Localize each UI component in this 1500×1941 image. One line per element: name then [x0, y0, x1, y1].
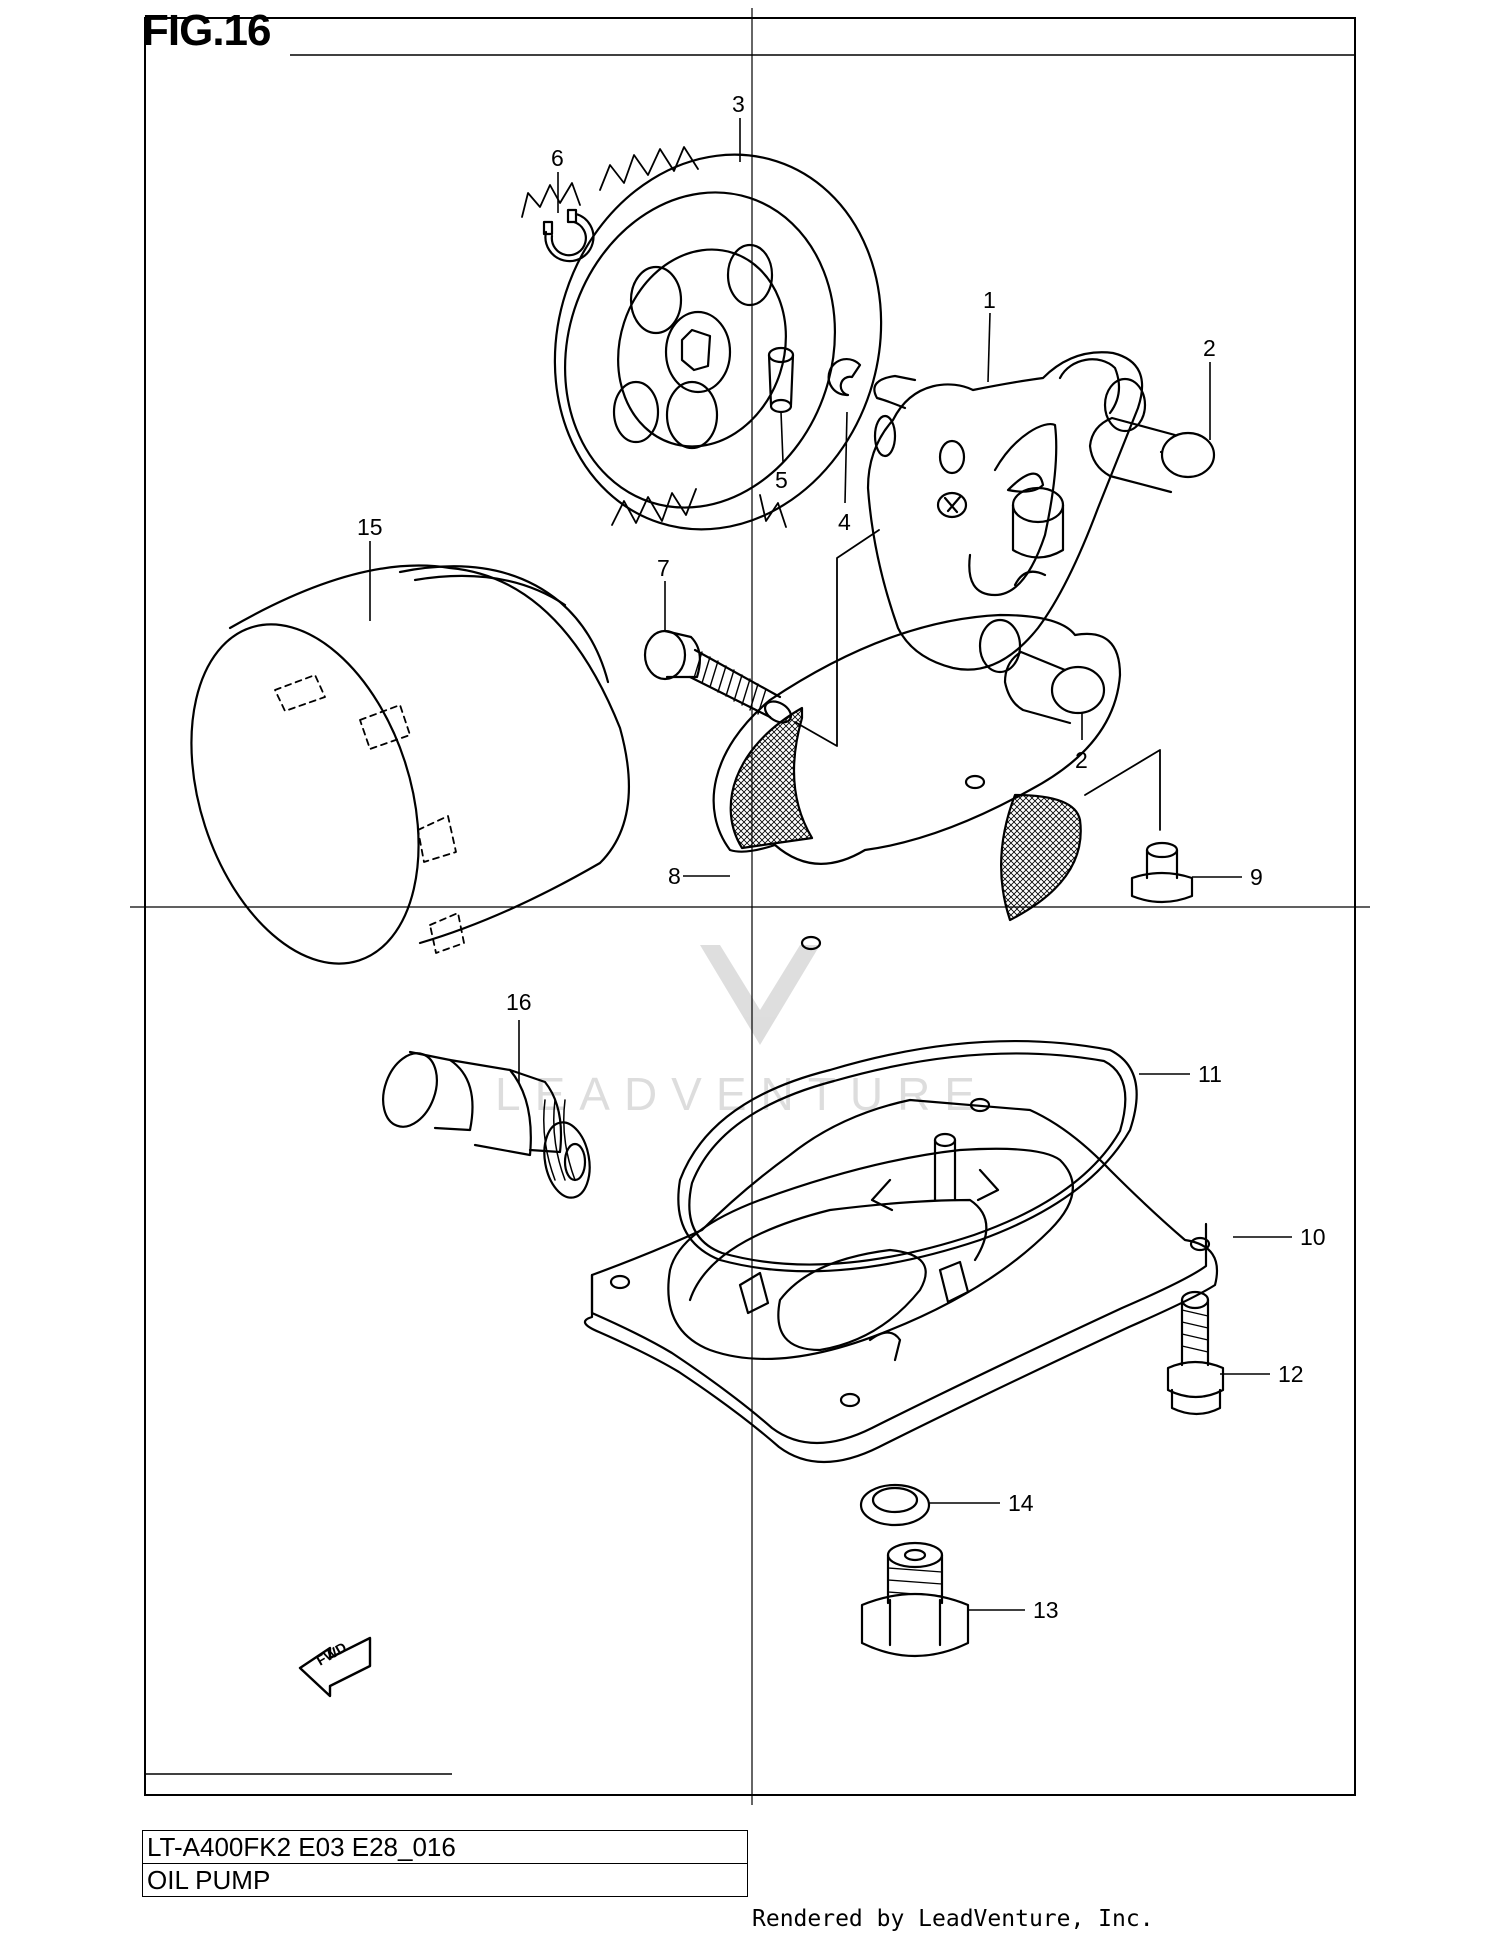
callout-9: 9 [1250, 864, 1263, 890]
part-7-bolt [643, 629, 793, 724]
part-4-e-clip [827, 357, 862, 397]
callout-14: 14 [1008, 1490, 1034, 1516]
part-8-oil-strainer [712, 613, 1122, 951]
model-code-box: LT-A400FK2 E03 E28_016 [142, 1830, 748, 1864]
part-13-drain-plug [860, 1541, 970, 1657]
figure-title: FIG.16 [142, 6, 271, 55]
part-10-oil-filter-cap [583, 1097, 1219, 1463]
watermark-text: LEADVENTURE [495, 1068, 989, 1120]
part-11-o-ring [677, 1039, 1138, 1273]
callout-3: 3 [732, 91, 745, 117]
callout-8: 8 [668, 863, 681, 889]
callout-labels: 1 2 2 3 4 5 6 7 8 9 10 11 12 13 14 15 16 [357, 91, 1326, 1623]
part-12-bolt [1166, 1290, 1225, 1416]
callout-16: 16 [506, 989, 532, 1015]
callout-7: 7 [657, 555, 670, 581]
leader-lines [369, 118, 1292, 1611]
leader-7-to-pump [794, 529, 880, 747]
part-14-gasket [859, 1483, 931, 1527]
model-code: LT-A400FK2 E03 E28_016 [147, 1832, 456, 1862]
part-name: OIL PUMP [147, 1865, 271, 1895]
part-15-oil-filter [190, 564, 630, 965]
callout-5: 5 [775, 467, 788, 493]
fwd-label: FWD [314, 1639, 350, 1669]
part-3-oil-pump-driven-gear [521, 146, 883, 531]
leader-9-to-strainer [1084, 749, 1161, 831]
callout-12: 12 [1278, 1361, 1304, 1387]
callout-13: 13 [1033, 1597, 1059, 1623]
callout-15: 15 [357, 514, 383, 540]
callout-2-upper: 2 [1203, 335, 1216, 361]
gear-teeth [521, 146, 787, 528]
part-5-pin [767, 346, 795, 414]
callout-2-lower: 2 [1075, 747, 1088, 773]
part-2-dowel-pin-upper [1088, 416, 1216, 494]
part-16-oil-pressure-switch [382, 1050, 591, 1199]
callout-10: 10 [1300, 1224, 1326, 1250]
part-9-bolt [1130, 841, 1194, 904]
part-name-box: OIL PUMP [142, 1863, 748, 1897]
part-2-dowel-pin-lower [1003, 650, 1106, 725]
callout-6: 6 [551, 145, 564, 171]
render-credit: Rendered by LeadVenture, Inc. [752, 1906, 1154, 1932]
callout-4: 4 [838, 509, 851, 535]
drawing-frame [130, 8, 1370, 1805]
callout-1: 1 [983, 287, 996, 313]
callout-11: 11 [1198, 1061, 1222, 1087]
fwd-arrow-icon [298, 1636, 372, 1698]
part-6-circlip [542, 208, 595, 263]
watermark: LEADVENTURE [495, 945, 989, 1120]
part-1-oil-pump-assembly [866, 351, 1147, 674]
